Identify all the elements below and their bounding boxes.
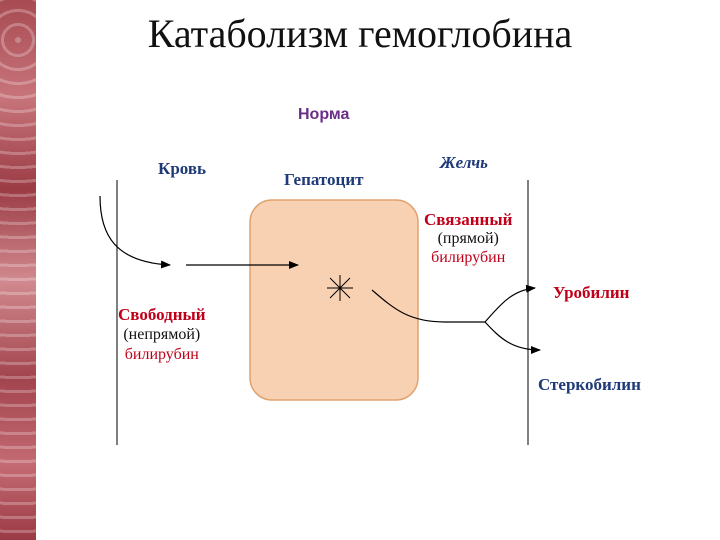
free-line3: билирубин xyxy=(124,346,199,363)
excretion-curve xyxy=(371,289,485,323)
conjugated-line1: Связанный xyxy=(424,210,513,229)
blood-inflow-arrow xyxy=(99,195,171,269)
stercobilin-arrow xyxy=(484,321,541,354)
free-bilirubin-label: Свободный (непрямой) билирубин xyxy=(118,305,206,365)
conjugation-star-icon xyxy=(327,275,353,301)
urobilin-arrow xyxy=(484,284,536,323)
label-blood: Кровь xyxy=(158,159,207,178)
label-hepatocyte: Гепатоцит xyxy=(284,170,364,189)
label-urobilin: Уробилин xyxy=(553,283,630,302)
label-stercobilin: Стеркобилин xyxy=(538,375,641,394)
free-line2: (непрямой) xyxy=(123,326,201,343)
label-bile: Желчь xyxy=(440,153,488,172)
page-title: Катаболизм гемоглобина xyxy=(147,11,573,56)
hepatocyte-cell xyxy=(249,199,419,401)
conjugated-line2: (прямой) xyxy=(437,230,499,247)
decorative-sidebar xyxy=(0,0,36,540)
diagram-subtitle: Норма xyxy=(298,106,350,123)
free-line1: Свободный xyxy=(118,305,206,324)
conjugated-line3: билирубин xyxy=(431,249,506,266)
conjugated-bilirubin-label: Связанный (прямой) билирубин xyxy=(424,210,512,267)
